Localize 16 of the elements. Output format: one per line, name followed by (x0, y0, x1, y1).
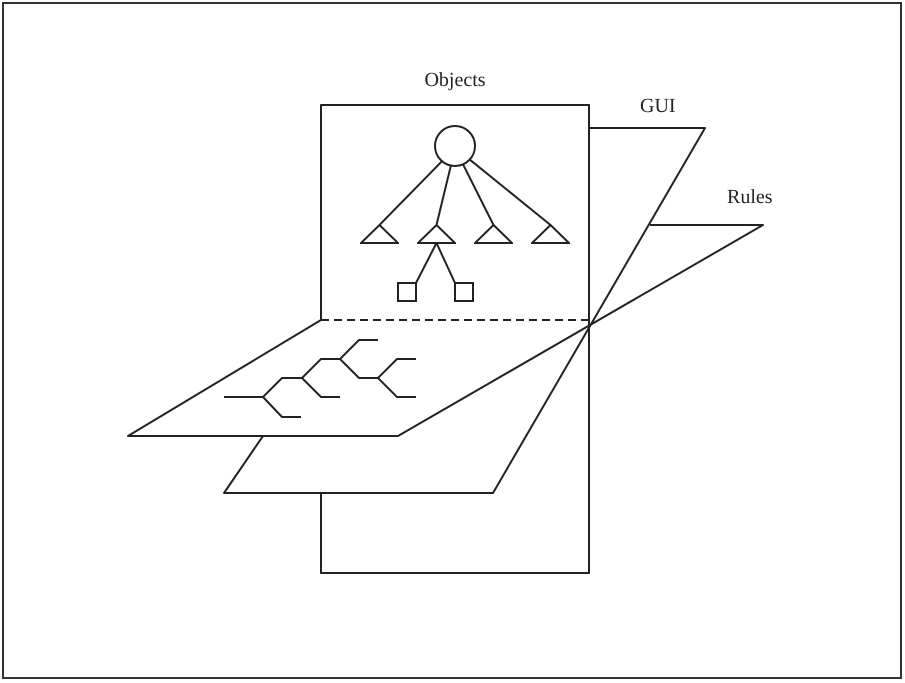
connector-line (469, 158, 552, 226)
triangle-shape (417, 224, 456, 244)
connector-line (436, 165, 452, 226)
triangle-shape (531, 224, 570, 244)
plane-label: GUI (640, 96, 676, 116)
triangle-shape (474, 224, 513, 244)
square-shape (397, 282, 417, 302)
connector-line (378, 160, 443, 226)
square-shape (454, 282, 474, 302)
plane-label: Rules (727, 187, 773, 207)
triangle-shape (360, 224, 399, 244)
connector-line (462, 164, 494, 226)
connector-line (415, 242, 438, 284)
plane-label: Objects (424, 70, 486, 90)
connector-line (436, 242, 456, 284)
circle-shape (434, 125, 476, 167)
